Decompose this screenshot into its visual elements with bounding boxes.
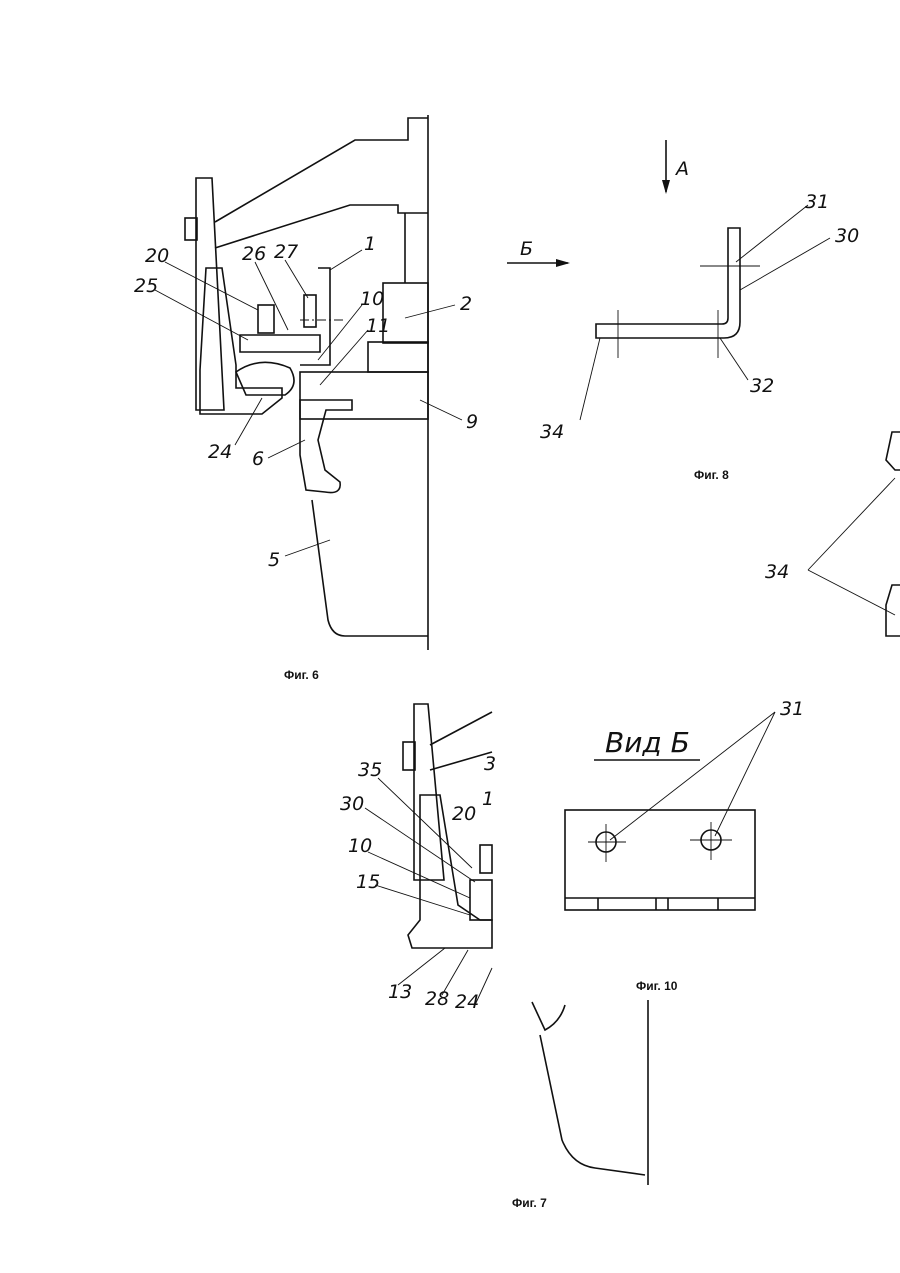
fig6-label-9: 9 (466, 411, 478, 433)
fig6-leader-1 (330, 250, 362, 270)
fig6-label-25: 25 (134, 275, 158, 297)
fig7-caption: Фиг. 7 (512, 1196, 547, 1210)
fig6-frame-arm-upper (215, 118, 428, 222)
fig10-caption: Фиг. 10 (636, 979, 678, 993)
fig8-view-arrow-a-head (662, 180, 670, 194)
fig7-label-35: 35 (358, 759, 382, 781)
fig9-upper-tab (886, 432, 900, 470)
fig7-door-panel (540, 1035, 645, 1175)
fig6-label-2: 2 (460, 293, 472, 315)
fig6-caption: Фиг. 6 (284, 668, 319, 682)
fig8-label-31: 31 (805, 191, 829, 213)
fig6-seal-strip (300, 372, 428, 419)
fig8-view-arrow-b-head (556, 259, 570, 267)
fig8-leader-30 (740, 238, 830, 290)
fig6-label-11: 11 (366, 315, 390, 337)
fig6-label-1: 1 (364, 233, 376, 255)
fig6-label-27: 27 (274, 241, 298, 263)
fig8-label-34: 34 (540, 421, 564, 443)
fig8-view-letter-a: А (674, 158, 689, 180)
fig6-label-26: 26 (242, 243, 266, 265)
fig7-label-28: 28 (425, 988, 449, 1010)
fig9-leader-34-lower (808, 570, 895, 615)
fig7-label-20: 20 (452, 803, 476, 825)
fig6-seal-profile (236, 362, 294, 395)
fig9-lower-tab (886, 585, 900, 636)
fig8-label-30: 30 (835, 225, 859, 247)
fig6-leader-26 (255, 262, 288, 330)
fig8-leader-31 (736, 205, 808, 262)
fig7-seal (470, 880, 492, 920)
fig9-leader-34-upper (808, 478, 895, 570)
fig6-door-lip (300, 400, 352, 493)
fig6-label-24: 24 (208, 441, 232, 463)
fig7-door-lip (532, 1002, 565, 1030)
fig6-clamp-plate (240, 335, 320, 352)
fig6-door-panel (312, 500, 428, 636)
fig10-leader-31-right (715, 712, 775, 836)
fig6-leader-2 (405, 305, 455, 318)
fig10-label-31: 31 (780, 698, 804, 720)
fig6-leader-9 (420, 400, 462, 420)
fig6-frame-arm-lower (215, 205, 428, 248)
fig6-label-6: 6 (252, 448, 264, 470)
figure-6: 20 26 27 1 25 10 2 11 9 24 6 5 Фиг. 6 (134, 115, 478, 682)
fig6-bolt-left (258, 305, 274, 333)
figure-10: Вид Б 31 Фиг. 10 (565, 698, 804, 993)
fig6-bolt-right (304, 295, 316, 327)
fig6-leader-24 (235, 398, 262, 445)
fig7-label-13: 13 (388, 981, 412, 1003)
fig8-label-32: 32 (750, 375, 774, 397)
fig9-label-34: 34 (765, 561, 789, 583)
fig7-bolt (480, 845, 492, 873)
fig8-caption: Фиг. 8 (694, 468, 729, 482)
fig6-base-block (368, 342, 428, 372)
fig6-label-5: 5 (268, 549, 280, 571)
fig6-label-20: 20 (145, 245, 169, 267)
fig7-label-10: 10 (348, 835, 372, 857)
fig7-label-30: 30 (340, 793, 364, 815)
fig8-leader-32 (720, 338, 748, 380)
fig7-label-1: 1 (482, 788, 494, 810)
fig6-leader-5 (285, 540, 330, 556)
figure-9-partial: 34 (765, 432, 900, 636)
fig10-view-title: Вид Б (605, 726, 690, 759)
fig6-leader-11 (320, 330, 368, 385)
fig7-upright (414, 704, 444, 880)
fig7-label-24: 24 (455, 991, 479, 1013)
fig6-leader-27 (285, 260, 308, 298)
fig6-label-10: 10 (360, 288, 384, 310)
fig7-leader-13 (398, 948, 445, 985)
fig7-label-15: 15 (356, 871, 380, 893)
fig7-frame-arm-lower (430, 752, 492, 770)
fig6-hatched-body (200, 268, 282, 414)
fig8-view-letter-b: Б (520, 238, 533, 260)
fig10-plate (565, 810, 755, 910)
fig7-frame-arm-upper (430, 712, 492, 745)
fig6-leader-10 (318, 305, 362, 360)
figure-8: А Б 31 30 32 34 Фиг. 8 (507, 140, 859, 482)
figure-7: 35 3 20 1 30 10 15 13 28 24 Фиг. 7 (340, 704, 648, 1210)
fig7-label-3: 3 (484, 753, 496, 775)
fig8-leader-34 (580, 338, 600, 420)
fig7-leader-10 (368, 852, 470, 898)
